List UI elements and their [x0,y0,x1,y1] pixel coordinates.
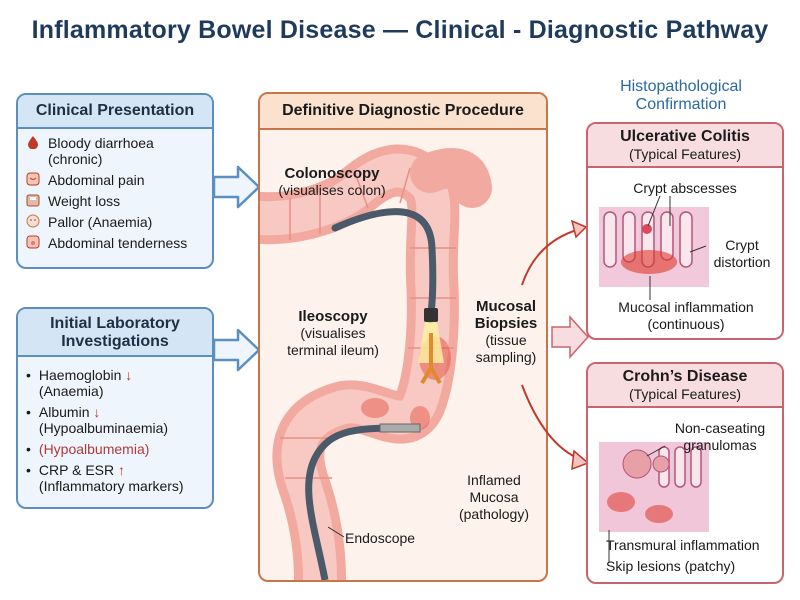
arrows-to-histology [521,219,590,471]
lab-item: • CRP & ESR ↑(Inflammatory markers) [26,462,184,494]
endoscope-tube [331,208,437,324]
lab-item: • (Hypoalbumemia) [26,441,150,457]
endoscope-label: Endoscope [345,530,416,546]
lab-item: • Haemoglobin ↓(Anaemia) [26,367,133,399]
crypt-abscesses-label: Crypt abscesses [633,180,737,196]
laboratory-investigations-box: Initial Laboratory Investigations • Haem… [16,307,214,509]
scale-icon [26,193,40,207]
lab-item: • Albumin ↓(Hypoalbuminaemia) [26,404,169,436]
clinical-presentation-heading: Clinical Presentation [18,95,212,129]
clinical-item: Bloody diarrhoea(chronic) [26,135,212,167]
clinical-item: Abdominal pain [26,172,212,188]
colon-illustration [260,144,492,580]
page-title: Inflammatory Bowel Disease — Clinical - … [31,16,769,44]
diagnostic-procedure-box: Definitive Diagnostic Procedure [258,92,548,582]
endoscope-leader-line [328,526,345,538]
mucosal-inflammation-label: Mucosal inflammation(continuous) [618,299,754,332]
colonoscopy-label: Colonoscopy(visualises colon) [278,165,386,198]
skip-lesions-label: Skip lesions (patchy) [606,558,736,574]
clinical-item: Pallor (Anaemia) [26,214,212,230]
crohn-heading: Crohn’s Disease (Typical Features) [588,364,782,408]
clinical-presentation-box: Clinical Presentation Bloody diarrhoea(c… [16,93,214,269]
crohn-histology-image [599,442,709,532]
transmural-label: Transmural inflammation [606,537,760,553]
procedure-heading: Definitive Diagnostic Procedure [260,94,546,130]
increase-arrow-icon: ↑ [118,462,126,478]
decrease-arrow-icon: ↓ [125,367,133,383]
clinical-list: Bloody diarrhoea(chronic) Abdominal pain… [18,129,212,251]
pale-face-icon [26,214,40,228]
laboratory-list: • Haemoglobin ↓(Anaemia) • Albumin ↓(Hyp… [18,357,212,494]
abdomen-icon [26,172,40,186]
arrow-clinical-to-procedure [212,165,261,209]
endoscope-tip [424,308,438,322]
arrow-labs-to-procedure [212,328,261,372]
crohn-leader-lines [608,445,666,562]
biopsy-forceps [420,333,442,385]
tender-abdomen-icon [26,235,40,249]
laboratory-heading: Initial Laboratory Investigations [18,309,212,357]
uc-histology-image [599,207,709,287]
blood-drop-icon [26,135,40,150]
decrease-arrow-icon: ↓ [93,404,101,420]
uc-leader-lines [647,196,707,300]
inflamed-patch [361,398,389,418]
clinical-item: Abdominal tenderness [26,235,212,251]
clinical-item: Weight loss [26,193,212,209]
uc-heading: Ulcerative Colitis (Typical Features) [588,124,782,168]
